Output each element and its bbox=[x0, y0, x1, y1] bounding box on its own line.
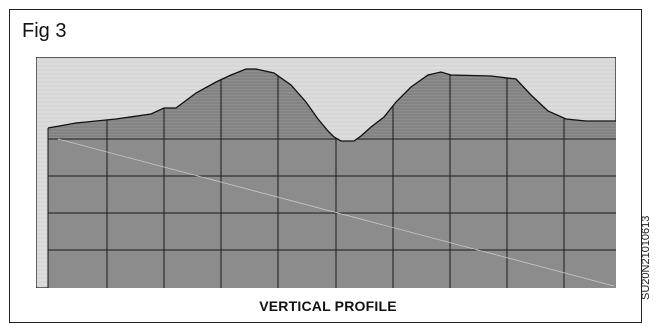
figure-label: Fig 3 bbox=[22, 20, 67, 42]
figure-code: SU20N21010613 bbox=[640, 215, 652, 300]
diagram-caption: VERTICAL PROFILE bbox=[259, 298, 397, 314]
terrain-outline bbox=[47, 68, 616, 142]
diagonal-sight-line bbox=[57, 138, 615, 287]
vertical-profile-diagram bbox=[36, 57, 616, 288]
grid-horizontal-lines bbox=[48, 138, 616, 251]
